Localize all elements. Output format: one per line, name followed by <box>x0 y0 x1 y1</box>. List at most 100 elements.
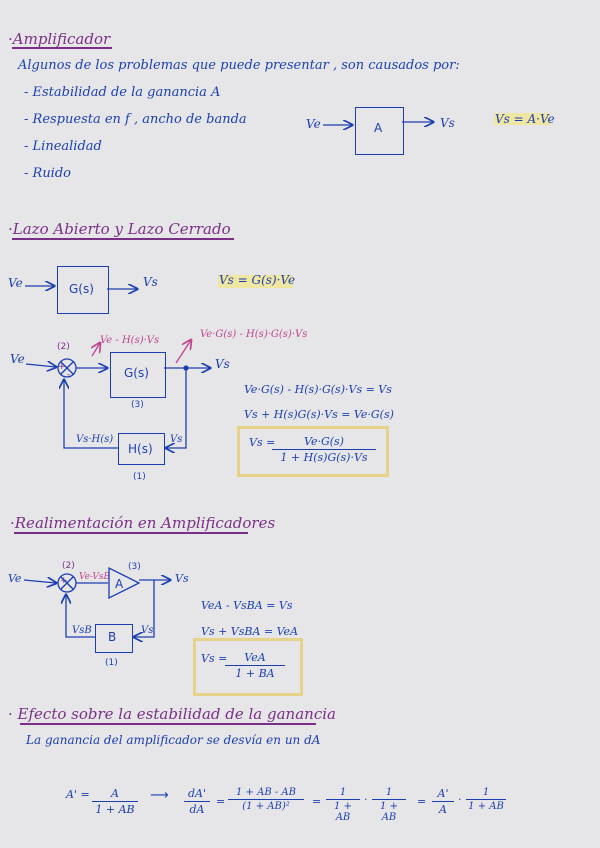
amp-equation: Vs = A·Ve <box>495 112 555 126</box>
step-label-1: (1) <box>105 658 118 668</box>
fraction-numerator: 1 <box>339 787 347 798</box>
step-label-2: (2) <box>62 561 75 571</box>
fraction-bar <box>92 801 138 802</box>
closed-loop-eq1: Ve·G(s) - H(s)·G(s)·Vs = Vs <box>244 383 392 396</box>
fb-output: Vs <box>175 572 189 585</box>
fb-error-signal: Ve-VsB <box>79 572 111 582</box>
forward-block <box>110 352 166 398</box>
formula-fraction-2: dA' dA <box>184 787 210 816</box>
title-underline <box>12 238 234 240</box>
fraction-numerator: Ve·G(s) <box>304 435 344 448</box>
feedback-block <box>118 433 165 465</box>
fraction-bar <box>228 799 304 800</box>
fraction-numerator: VeA <box>244 651 266 664</box>
fraction-denominator: 1 + AB <box>380 801 398 823</box>
section-title-realimentacion: ·Realimentación en Amplificadores <box>10 514 276 532</box>
step-label-2: (2) <box>57 342 70 352</box>
amp-triangle <box>108 566 141 600</box>
fb-amp-label: A <box>115 577 124 591</box>
problem-item-1: - Estabilidad de la ganancia A <box>24 85 221 100</box>
section-title-efecto: · Efecto sobre la estabilidad de la gana… <box>8 705 336 723</box>
fraction-bar <box>326 799 360 800</box>
step-label-1: (1) <box>133 472 146 482</box>
closed-loop-input: Ve <box>10 352 25 366</box>
intro-text: Algunos de los problemas que puede prese… <box>18 58 460 73</box>
equals-sign: = <box>216 795 226 808</box>
section-title-lazo: ·Lazo Abierto y Lazo Cerrado <box>8 220 231 238</box>
fb-result-fraction: VeA 1 + BA <box>225 651 285 680</box>
open-loop-block-label: G(s) <box>69 282 94 296</box>
fb-feedback-signal: VsB <box>72 625 92 636</box>
open-loop-input: Ve <box>8 276 23 290</box>
fb-feedback-in: Vs <box>141 625 154 636</box>
fraction-bar <box>225 665 285 666</box>
closed-loop-output: Vs <box>215 357 230 371</box>
step-label-3: (3) <box>128 562 141 572</box>
open-loop-block <box>57 266 109 314</box>
problem-item-3: - Linealidad <box>24 139 102 154</box>
formula-lhs: A' = <box>66 788 90 801</box>
feedback-in-label: Vs <box>170 434 183 445</box>
equals-sign: = <box>312 795 322 808</box>
fraction-bar <box>372 799 406 800</box>
sum-minus: - <box>67 370 71 380</box>
formula-fraction-7: 1 1 + AB <box>466 787 506 812</box>
step-label-3: (3) <box>131 400 144 410</box>
fraction-denominator: 1 + BA <box>235 667 275 680</box>
title-underline <box>14 532 248 534</box>
fb-result-lhs: Vs = <box>201 652 228 665</box>
fraction-denominator: 1 + AB <box>468 801 504 812</box>
fraction-numerator: dA' <box>187 787 206 800</box>
forward-block-label: G(s) <box>124 366 149 380</box>
fraction-numerator: A <box>111 787 119 800</box>
fb-eq1: VeA - VsBA = Vs <box>201 599 293 612</box>
dot-operator: · <box>364 793 368 806</box>
sum-plus: + <box>60 576 68 586</box>
formula-fraction-3: 1 + AB - AB (1 + AB)² <box>228 787 304 812</box>
fraction-bar <box>432 801 454 802</box>
fraction-denominator: A <box>439 803 447 816</box>
fraction-denominator: 1 + AB <box>334 801 352 823</box>
equals-sign: = <box>417 795 427 808</box>
highlight <box>218 275 293 288</box>
fraction-bar <box>184 801 210 802</box>
title-underline <box>20 723 316 725</box>
fb-eq2: Vs + VsBA = VeA <box>201 625 299 638</box>
problem-item-4: - Ruido <box>24 166 71 181</box>
fraction-numerator: 1 <box>482 787 490 798</box>
amp-output-label: Vs <box>440 116 455 130</box>
fraction-denominator: 1 + AB <box>95 803 135 816</box>
fb-input: Ve <box>8 572 22 585</box>
result-box <box>193 638 303 696</box>
sum-plus: + <box>58 362 66 372</box>
formula-fraction-5: 1 1 + AB <box>372 787 406 823</box>
formula-fraction-6: A' A <box>432 787 454 816</box>
output-expression-label: Ve·G(s) - H(s)·G(s)·Vs <box>200 329 308 340</box>
dot-operator: · <box>458 793 462 806</box>
feedback-block-label: H(s) <box>128 442 153 456</box>
formula-fraction-4: 1 1 + AB <box>326 787 360 823</box>
formula-fraction-1: A 1 + AB <box>92 787 138 816</box>
closed-loop-result-fraction: Ve·G(s) 1 + H(s)G(s)·Vs <box>272 435 376 464</box>
gain-deviation-text: La ganancia del amplificador se desvía e… <box>26 733 321 747</box>
fraction-bar <box>272 449 376 450</box>
result-box <box>237 426 389 477</box>
amp-block-label: A <box>374 121 383 135</box>
fraction-bar <box>466 799 506 800</box>
fb-block-label: B <box>108 630 117 644</box>
open-loop-equation: Vs = G(s)·Ve <box>219 273 296 287</box>
feedback-signal-label: Vs·H(s) <box>76 434 114 445</box>
problem-item-2: - Respuesta en f , ancho de banda <box>24 112 247 127</box>
fraction-denominator: dA <box>189 803 205 816</box>
arrow-glyph: ⟶ <box>150 788 169 803</box>
open-loop-output: Vs <box>143 275 158 289</box>
closed-loop-eq2: Vs + H(s)G(s)·Vs = Ve·G(s) <box>244 408 394 421</box>
closed-loop-input-arrow <box>25 364 56 367</box>
section-title-amplificador: ·Amplificador <box>8 30 111 48</box>
amp-block <box>355 107 404 155</box>
fraction-numerator: A' <box>437 787 449 800</box>
fraction-denominator: 1 + H(s)G(s)·Vs <box>280 451 368 464</box>
closed-loop-result-lhs: Vs = <box>249 436 276 449</box>
error-signal-label: Ve - H(s)·Vs <box>100 335 160 346</box>
